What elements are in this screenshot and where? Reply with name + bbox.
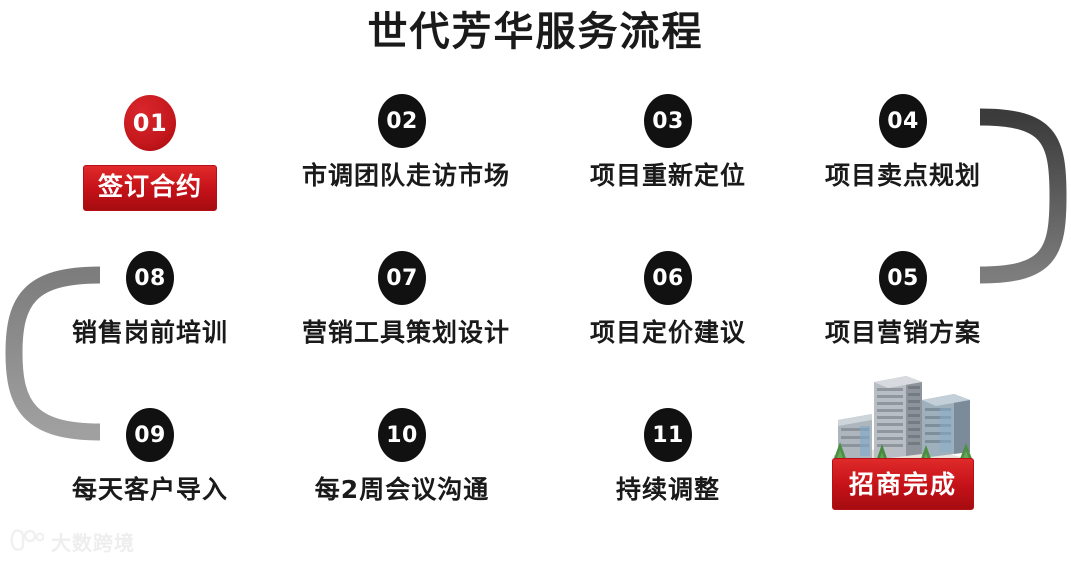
step-number-badge: 02 <box>379 95 425 147</box>
step-node-06[interactable]: 06 项目定价建议 <box>568 252 768 348</box>
watermark-text: 大数跨境 <box>51 531 135 555</box>
owl-logo-icon <box>10 528 45 555</box>
step-number-badge: 11 <box>645 409 691 461</box>
step-number-badge: 09 <box>127 409 173 461</box>
step-label: 销售岗前培训 <box>71 318 228 347</box>
step-label: 签订合约 <box>82 165 217 211</box>
step-label: 每2周会议沟通 <box>314 475 490 504</box>
step-label: 市调团队走访市场 <box>302 161 511 190</box>
step-node-05[interactable]: 05 项目营销方案 <box>803 252 1003 348</box>
step-number-badge: 04 <box>880 95 926 147</box>
step-node-08[interactable]: 08 销售岗前培训 <box>50 252 250 348</box>
step-number-badge: 06 <box>645 252 691 304</box>
step-number-badge: 05 <box>880 252 926 304</box>
step-node-07[interactable]: 07 营销工具策划设计 <box>302 252 511 348</box>
step-label: 营销工具策划设计 <box>302 318 511 347</box>
step-number-badge: 10 <box>379 409 425 461</box>
step-label: 项目卖点规划 <box>824 161 981 190</box>
step-number-badge: 03 <box>645 95 691 147</box>
page-title: 世代芳华服务流程 <box>367 9 704 55</box>
step-number-badge: 07 <box>379 252 425 304</box>
step-label: 项目重新定位 <box>589 161 746 190</box>
step-label: 持续调整 <box>615 475 720 504</box>
final-step-label: 招商完成 <box>831 458 974 510</box>
step-label: 项目定价建议 <box>589 318 746 347</box>
watermark: 大数跨境 <box>10 527 135 556</box>
step-label: 每天客户导入 <box>71 475 228 504</box>
step-node-02[interactable]: 02 市调团队走访市场 <box>302 95 511 191</box>
step-label: 项目营销方案 <box>824 318 981 347</box>
step-node-04[interactable]: 04 项目卖点规划 <box>803 95 1003 191</box>
step-number-badge: 01 <box>124 95 176 151</box>
step-node-01[interactable]: 01 签订合约 <box>50 95 250 211</box>
step-node-10[interactable]: 10 每2周会议沟通 <box>302 409 502 505</box>
step-node-09[interactable]: 09 每天客户导入 <box>50 409 250 505</box>
step-number-badge: 08 <box>127 252 173 304</box>
step-node-11[interactable]: 11 持续调整 <box>568 409 768 505</box>
final-step-node[interactable]: 招商完成 <box>798 368 1008 510</box>
step-node-03[interactable]: 03 项目重新定位 <box>568 95 768 191</box>
